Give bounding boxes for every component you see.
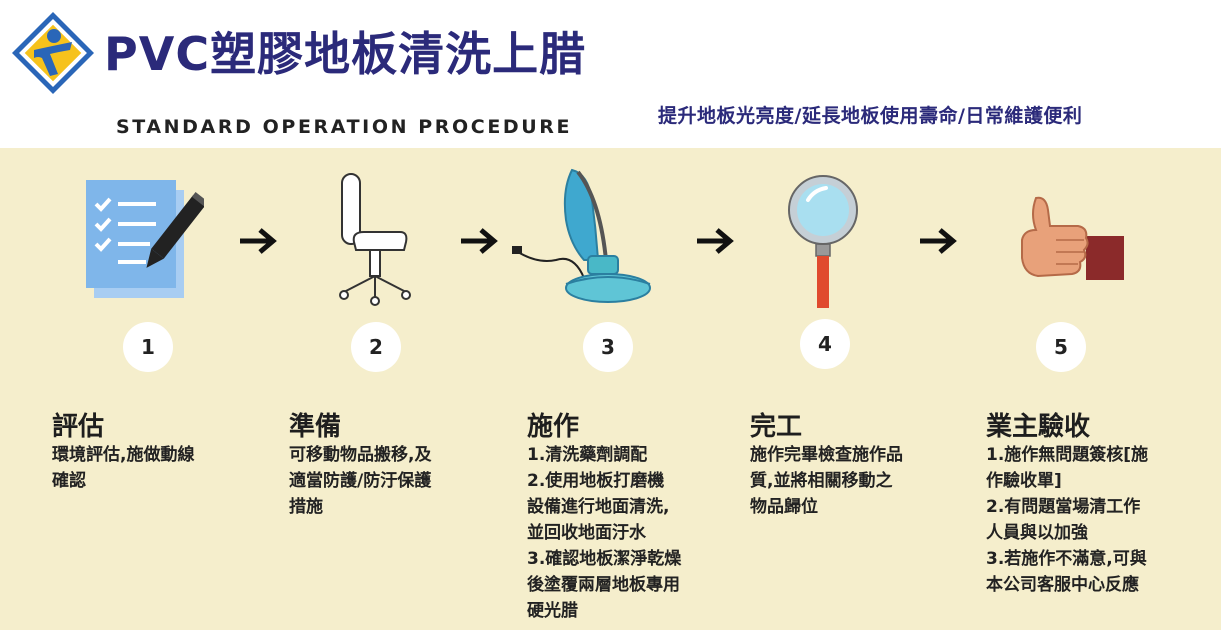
- magnifying-glass-icon: [788, 175, 858, 308]
- description-line: 3.若施作不滿意,可與: [986, 549, 1147, 569]
- step-title-acceptance: 業主驗收: [986, 412, 1091, 442]
- checklist-pencil-icon: [86, 180, 204, 298]
- arrow-right-icon: [920, 228, 957, 254]
- step-description: 1.清洗藥劑調配 2.使用地板打磨機 設備進行地面清洗, 並回收地面汙水 3.確…: [527, 442, 681, 624]
- thumbs-up-icon: [1021, 196, 1124, 280]
- description-line: 確認: [52, 471, 86, 491]
- description-line: 2.有問題當場清工作: [986, 497, 1141, 517]
- description-line: 後塗覆兩層地板專用: [527, 575, 680, 595]
- description-line: 2.使用地板打磨機: [527, 471, 665, 491]
- process-panel: [0, 148, 1221, 630]
- description-line: 質,並將相關移動之: [750, 471, 893, 491]
- description-line: 硬光腊: [527, 601, 578, 621]
- step-number-4: 4: [800, 319, 850, 369]
- description-line: 作驗收單]: [986, 471, 1062, 491]
- step-number-2: 2: [351, 322, 401, 372]
- description-line: 本公司客服中心反應: [986, 575, 1139, 595]
- step-description: 可移動物品搬移,及 適當防護/防汙保護 措施: [289, 442, 431, 520]
- step-title-complete: 完工: [750, 412, 803, 442]
- description-line: 人員與以加強: [986, 523, 1088, 543]
- arrow-right-icon: [697, 228, 734, 254]
- arrow-right-icon: [240, 228, 277, 254]
- header: PVC塑膠地板清洗上腊 STANDARD OPERATION PROCEDURE…: [0, 0, 1221, 148]
- floor-polisher-icon: [512, 168, 651, 303]
- office-chair-icon: [339, 173, 411, 306]
- arrow-right-icon: [461, 228, 498, 254]
- step-number-5: 5: [1036, 322, 1086, 372]
- description-line: 適當防護/防汙保護: [289, 471, 432, 491]
- step-title-prepare: 準備: [289, 412, 342, 442]
- description-line: 環境評估,施做動線: [52, 445, 195, 465]
- description-line: 1.清洗藥劑調配: [527, 445, 648, 465]
- description-line: 施作完畢檢查施作品: [750, 445, 903, 465]
- step-description: 1.施作無問題簽核[施 作驗收單] 2.有問題當場清工作 人員與以加強 3.若施…: [986, 442, 1148, 598]
- step-number-1: 1: [123, 322, 173, 372]
- step-number-3: 3: [583, 322, 633, 372]
- description-line: 並回收地面汙水: [527, 523, 646, 543]
- description-line: 物品歸位: [750, 497, 818, 517]
- subtitle-english: STANDARD OPERATION PROCEDURE: [116, 116, 573, 138]
- step-description: 環境評估,施做動線 確認: [52, 442, 194, 494]
- description-line: 可移動物品搬移,及: [289, 445, 432, 465]
- subtitle-benefits: 提升地板光亮度/延長地板使用壽命/日常維護便利: [658, 105, 1083, 127]
- description-line: 設備進行地面清洗,: [527, 497, 670, 517]
- company-logo-icon: [11, 11, 95, 95]
- page-title: PVC塑膠地板清洗上腊: [104, 27, 587, 81]
- description-line: 3.確認地板潔淨乾燥: [527, 549, 682, 569]
- step-description: 施作完畢檢查施作品 質,並將相關移動之 物品歸位: [750, 442, 903, 520]
- step-title-execute: 施作: [527, 412, 580, 442]
- description-line: 1.施作無問題簽核[施: [986, 445, 1149, 465]
- step-title-evaluate: 評估: [52, 412, 105, 442]
- description-line: 措施: [289, 497, 323, 517]
